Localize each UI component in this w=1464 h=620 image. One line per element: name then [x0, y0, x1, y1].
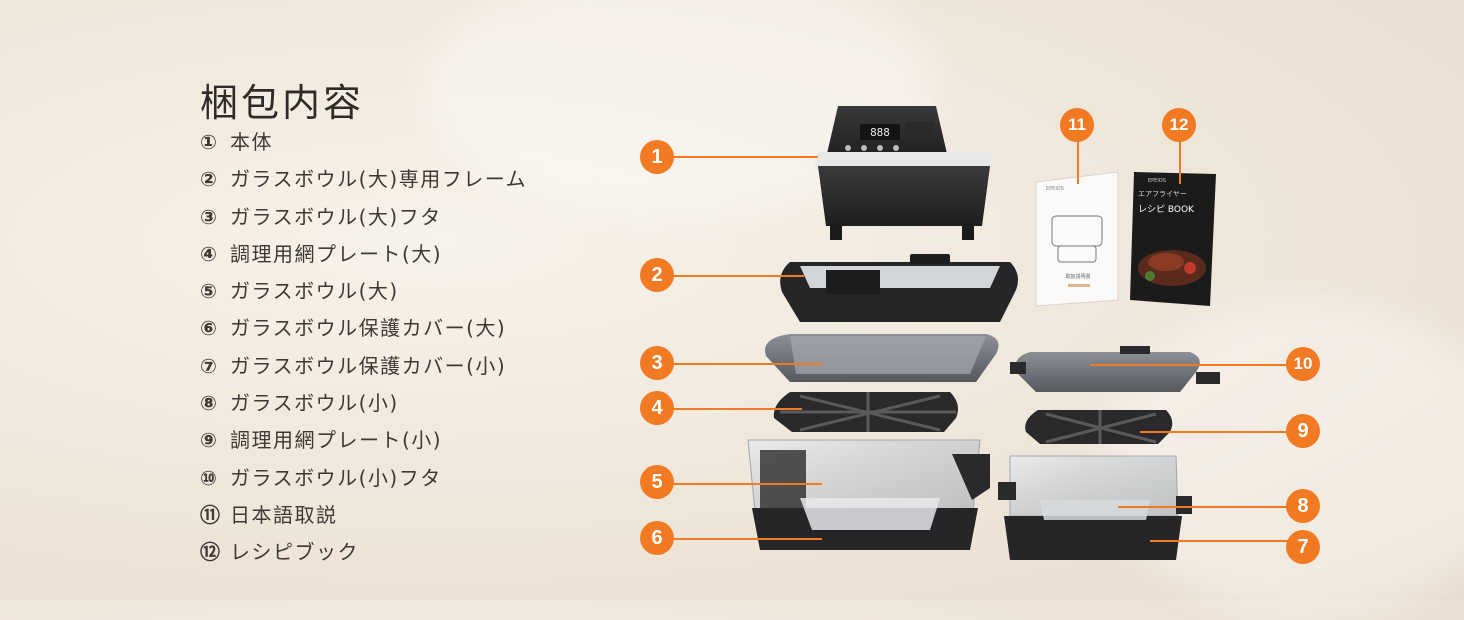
- badge-1: 1: [640, 140, 674, 174]
- display-readout: 888: [870, 126, 890, 139]
- badge-5: 5: [640, 465, 674, 499]
- badge-7: 7: [1286, 530, 1320, 564]
- product-exploded-view: 888: [747, 106, 1220, 560]
- instruction-manual: EPEIOS 取扱説明書: [1035, 171, 1119, 307]
- badge-9: 9: [1286, 414, 1320, 448]
- badge-6: 6: [640, 521, 674, 555]
- badge-10: 10: [1286, 347, 1320, 381]
- large-bowl-lid: [765, 334, 999, 382]
- recipe-book: EPEIOS エアフライヤー レシピ BOOK: [1130, 172, 1216, 306]
- badge-8: 8: [1286, 489, 1320, 523]
- leader-line-12: [1179, 140, 1181, 184]
- leader-line-4: [672, 408, 802, 410]
- leader-line-1: [672, 156, 818, 158]
- badge-4: 4: [640, 391, 674, 425]
- bowl-frame: [780, 254, 1018, 322]
- leader-line-11: [1077, 140, 1079, 184]
- badge-3: 3: [640, 346, 674, 380]
- badge-11: 11: [1060, 108, 1094, 142]
- recipe-title: レシピ BOOK: [1138, 204, 1195, 215]
- page-title: 梱包内容: [200, 81, 365, 125]
- small-glass-bowl: [998, 455, 1192, 560]
- badge-12: 12: [1162, 108, 1196, 142]
- badge-2: 2: [640, 258, 674, 292]
- main-unit: 888: [815, 106, 993, 240]
- recipe-subtitle: エアフライヤー: [1138, 190, 1187, 198]
- small-bowl-lid: [1010, 346, 1220, 392]
- large-glass-bowl: [747, 439, 990, 550]
- leader-line-3: [672, 363, 822, 365]
- leader-line-6: [672, 538, 822, 540]
- large-grill-plate: [773, 392, 958, 432]
- small-grill-plate: [1025, 410, 1173, 444]
- leader-line-2: [672, 275, 804, 277]
- leader-line-10: [1090, 364, 1288, 366]
- leader-line-9: [1140, 431, 1288, 433]
- manual-brand: EPEIOS: [1046, 186, 1064, 192]
- manual-title: 取扱説明書: [1065, 273, 1090, 280]
- leader-line-5: [672, 483, 822, 485]
- recipe-brand: EPEIOS: [1148, 178, 1166, 184]
- leader-line-7: [1150, 540, 1288, 542]
- leader-line-8: [1118, 506, 1288, 508]
